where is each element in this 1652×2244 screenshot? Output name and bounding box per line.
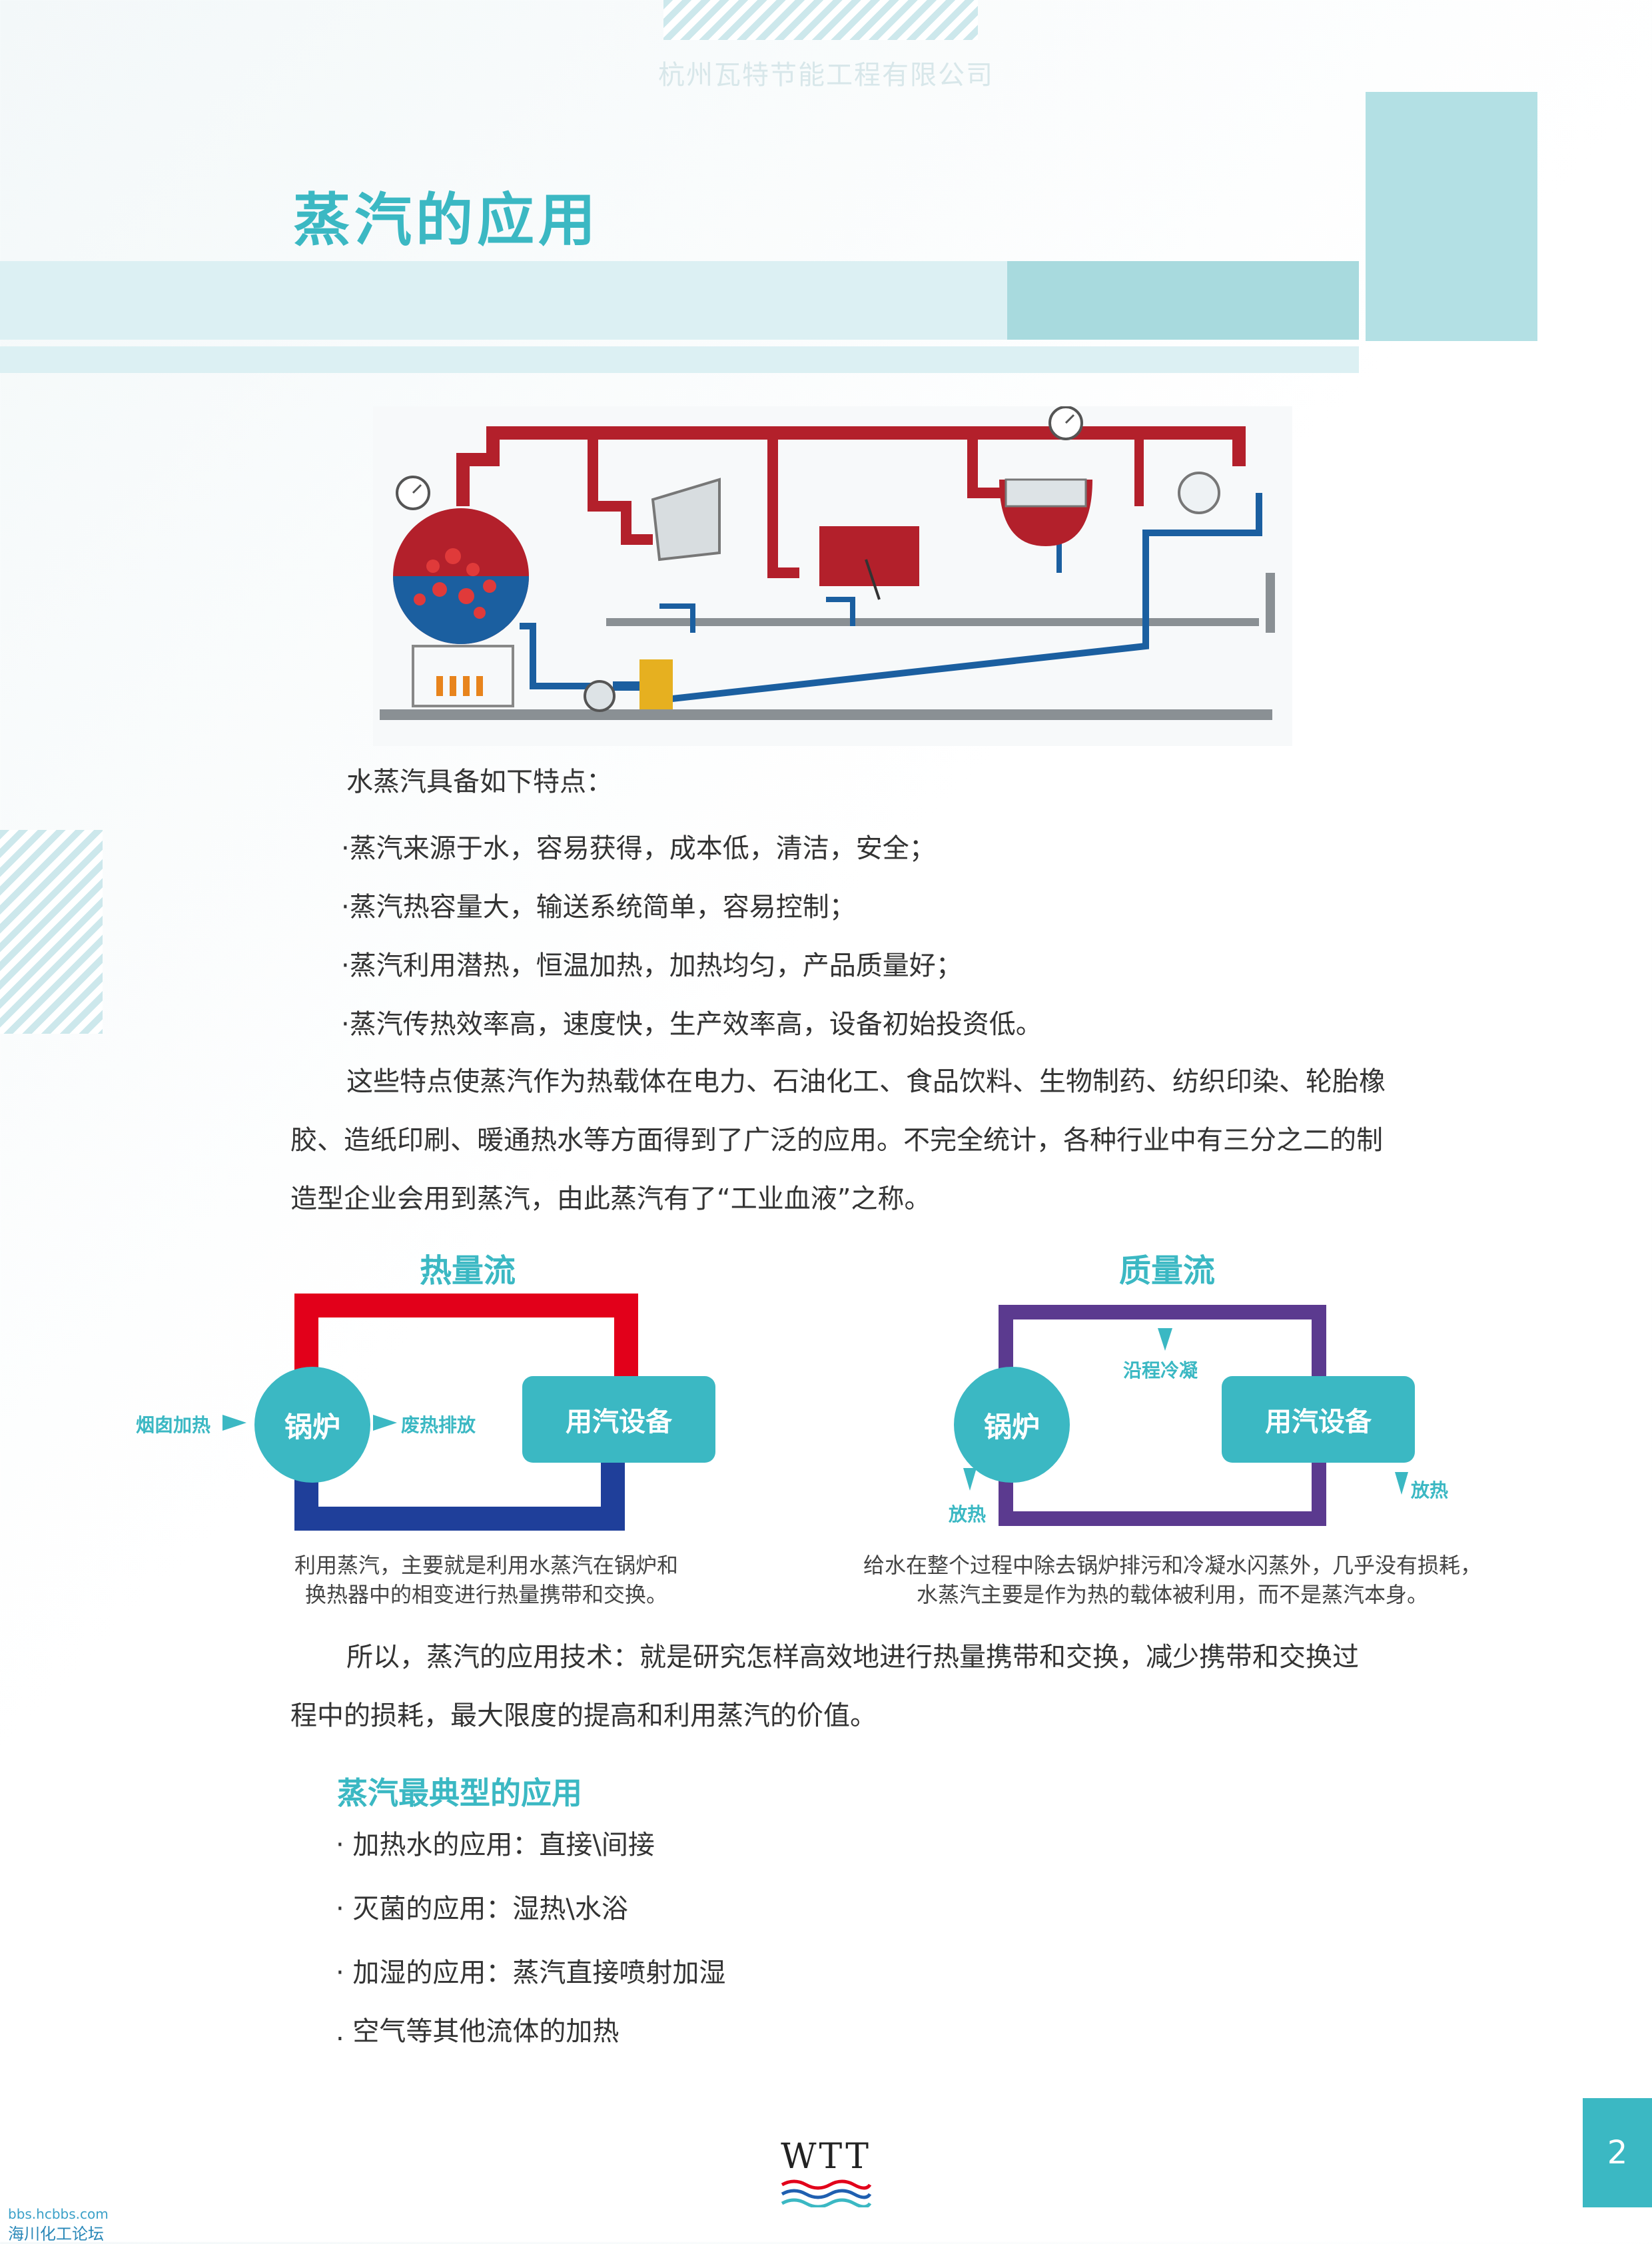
- steam-drop-2: [767, 433, 799, 578]
- header-thin-band: [0, 346, 1359, 373]
- mass-flow-title: 质量流: [1119, 1252, 1216, 1290]
- heat-label-chimney: 烟囱加热: [136, 1414, 211, 1436]
- header-hatch-decoration: [663, 0, 978, 40]
- intro-paragraph-line-3: 造型企业会用到蒸汽，由此蒸汽有了“工业血液”之称。: [290, 1184, 931, 1214]
- arrow-down-icon: [1158, 1328, 1172, 1351]
- boiler-stand: [412, 645, 514, 707]
- feed-tank: [639, 659, 673, 709]
- water-return-pipe: [520, 493, 1262, 703]
- heat-flow-title: 热量流: [420, 1252, 516, 1290]
- mass-caption-line-2: 水蒸汽主要是作为热的载体被利用，而不是蒸汽本身。: [916, 1582, 1428, 1607]
- intro-bullet-4: ·蒸汽传热效率高，速度快，生产效率高，设备初始投资低。: [341, 1009, 1042, 1040]
- feed-pump: [584, 680, 616, 712]
- typical-applications-title: 蒸汽最典型的应用: [337, 1775, 582, 1811]
- intro-paragraph-line-2: 胶、造纸印刷、暖通热水等方面得到了广泛的应用。不完全统计，各种行业中有三分之二的…: [290, 1125, 1383, 1156]
- header-side-block: [1366, 92, 1537, 341]
- typical-item-1: · 加热水的应用：直接\间接: [336, 1830, 655, 1860]
- intro-bullet-1: ·蒸汽来源于水，容易获得，成本低，清洁，安全；: [341, 833, 936, 864]
- arrow-down-icon: [963, 1468, 977, 1491]
- arrow-down-icon: [1395, 1472, 1408, 1495]
- mass-equipment-node: 用汽设备: [1222, 1376, 1415, 1463]
- fan-unit: [1178, 472, 1220, 514]
- steam-drop-3: [967, 433, 1006, 498]
- company-name: 杭州瓦特节能工程有限公司: [658, 60, 994, 91]
- header-band-accent: [1007, 261, 1359, 340]
- steam-tank: [819, 526, 919, 586]
- mass-label-condense: 沿程冷凝: [1123, 1359, 1198, 1381]
- typical-item-3: · 加湿的应用：蒸汽直接喷射加湿: [336, 1958, 726, 1988]
- conclusion-line-2: 程中的损耗，最大限度的提高和利用蒸汽的价值。: [290, 1700, 877, 1731]
- floor-rail: [380, 709, 1272, 720]
- intro-bullet-2: ·蒸汽热容量大，输送系统简单，容易控制；: [341, 892, 856, 923]
- heat-boiler-node: 锅炉: [254, 1367, 370, 1483]
- heat-caption-line-1: 利用蒸汽，主要就是利用水蒸汽在锅炉和: [294, 1553, 678, 1578]
- steam-system-diagram: [373, 406, 1292, 746]
- brand-logo-text: WTT: [781, 2137, 871, 2177]
- mass-label-release-left: 放热: [949, 1503, 987, 1525]
- rail-post: [1266, 573, 1275, 633]
- typical-item-4: . 空气等其他流体的加热: [336, 2016, 620, 2047]
- heat-equipment-node: 用汽设备: [522, 1376, 715, 1463]
- mass-caption-line-1: 给水在整个过程中除去锅炉排污和冷凝水闪蒸外，几乎没有损耗，: [863, 1553, 1481, 1578]
- arrow-right-icon: [222, 1415, 246, 1431]
- mass-label-release-right: 放热: [1411, 1479, 1449, 1501]
- steam-main-pipe: [456, 426, 1246, 506]
- page-number: 2: [1583, 2098, 1652, 2207]
- upper-rail: [606, 618, 1259, 626]
- watermark-url: bbs.hcbbs.com: [8, 2206, 109, 2222]
- intro-lead: 水蒸汽具备如下特点：: [346, 767, 613, 797]
- page-title: 蒸汽的应用: [293, 187, 600, 254]
- side-hatch-decoration: [0, 830, 103, 1034]
- watermark-name: 海川化工论坛: [8, 2225, 104, 2243]
- intro-paragraph-line-1: 这些特点使蒸汽作为热载体在电力、石油化工、食品饮料、生物制药、纺织印染、轮胎橡: [346, 1066, 1386, 1097]
- burner-flames: [436, 676, 483, 696]
- arrow-right-icon: [373, 1415, 397, 1431]
- heat-label-waste: 废热排放: [401, 1414, 476, 1436]
- heat-caption-line-2: 换热器中的相变进行热量携带和交换。: [304, 1582, 667, 1607]
- mass-boiler-node: 锅炉: [954, 1367, 1070, 1483]
- intro-bullet-3: ·蒸汽利用潜热，恒温加热，加热均匀，产品质量好；: [341, 950, 963, 981]
- conclusion-line-1: 所以，蒸汽的应用技术：就是研究怎样高效地进行热量携带和交换，减少携带和交换过: [346, 1642, 1359, 1673]
- boiler-water: [393, 576, 529, 644]
- heat-exchanger: [651, 478, 721, 561]
- brand-wave-icon: [781, 2179, 872, 2207]
- typical-item-2: · 灭菌的应用：湿热\水浴: [336, 1894, 628, 1924]
- steam-drop-1: [588, 433, 653, 545]
